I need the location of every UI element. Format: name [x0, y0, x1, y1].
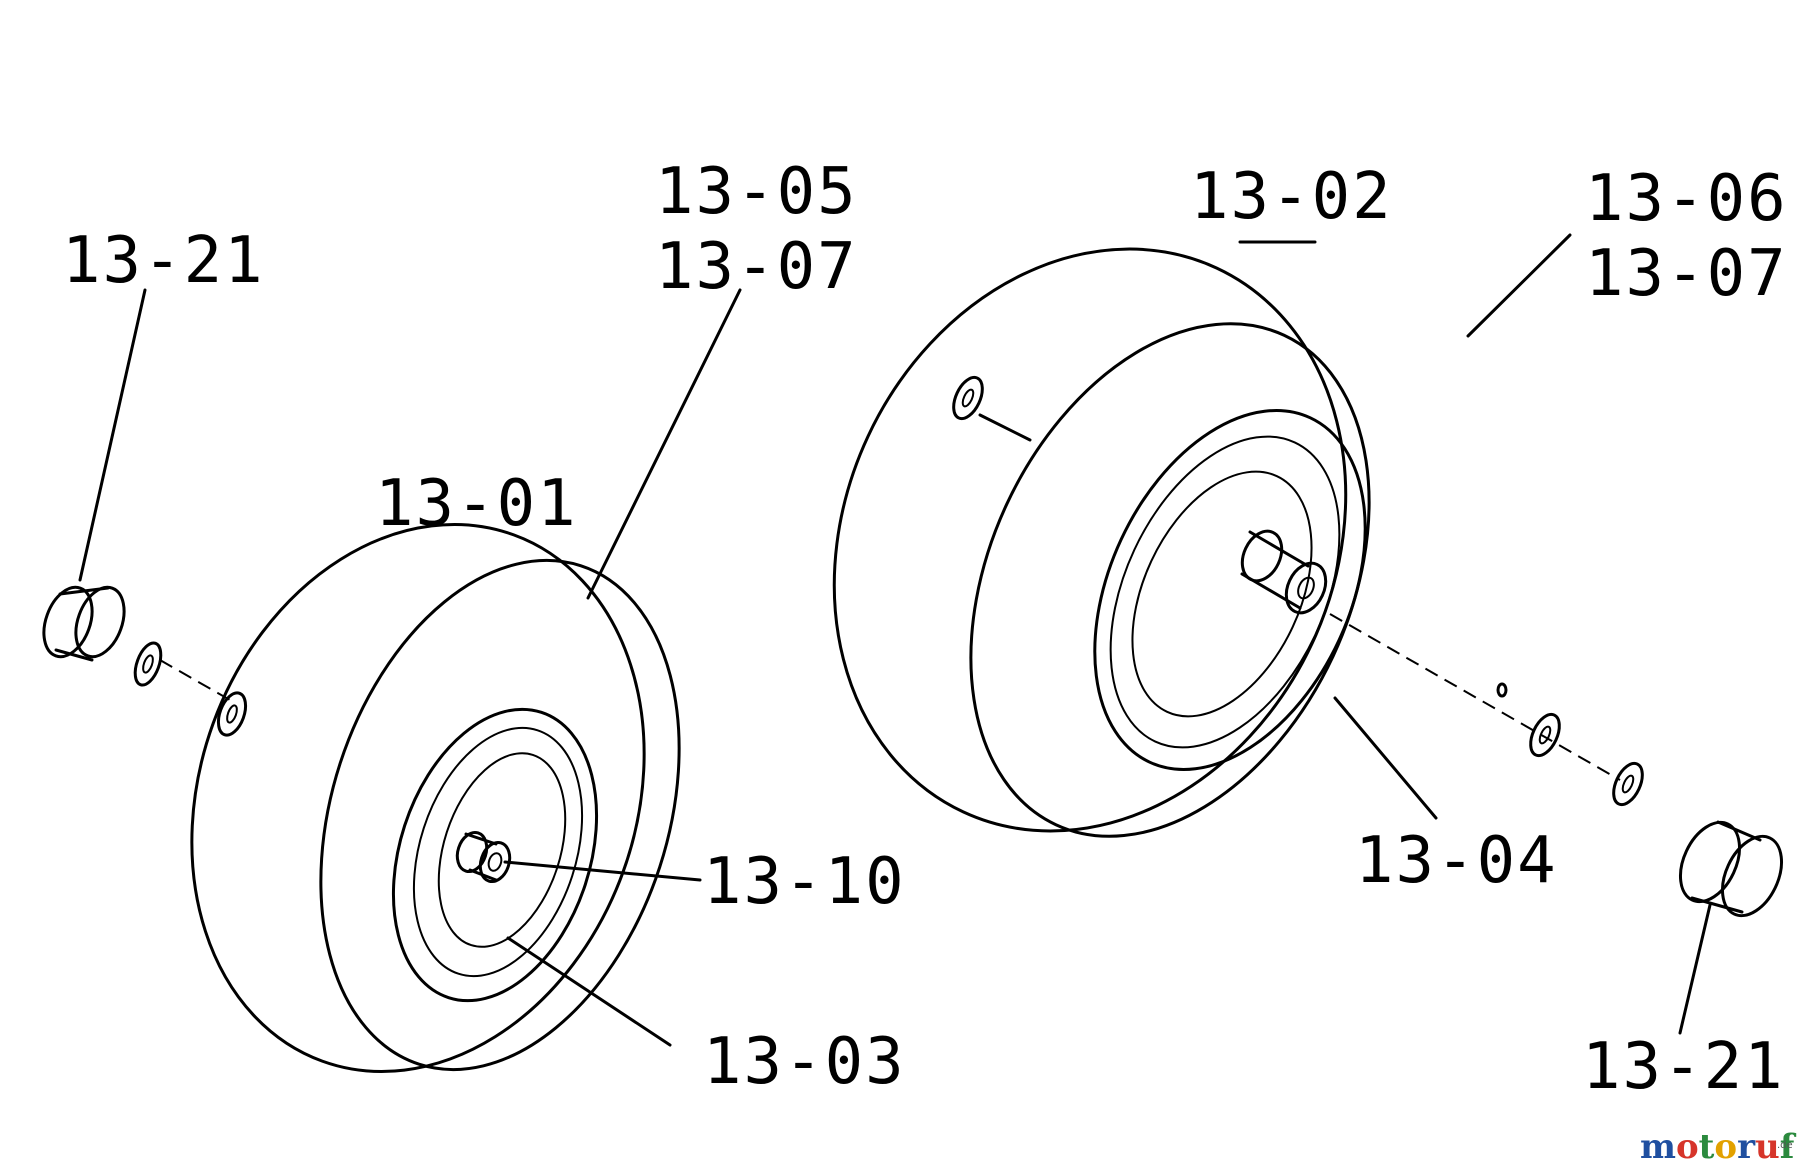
- leader-right-13-07: [1466, 233, 1572, 338]
- right-hub-front: [1284, 561, 1328, 615]
- right-hub-body: [1240, 530, 1310, 610]
- left-wheel-assembly: [42, 523, 681, 1073]
- label-left-13-10: 13-10: [703, 845, 906, 919]
- left-cap: [42, 585, 126, 662]
- left-washer-2-hole: [226, 704, 238, 724]
- label-left-13-21: 13-21: [62, 224, 265, 298]
- left-hub-front: [478, 840, 512, 884]
- right-rim-outer: [1093, 408, 1367, 772]
- right-washer-2-hole: [1621, 774, 1635, 794]
- watermark-letter: t: [1699, 1127, 1715, 1167]
- label-left-13-05: 13-05: [655, 155, 858, 229]
- right-rim-inner2: [1131, 470, 1313, 718]
- label-right-13-21: 13-21: [1582, 1030, 1785, 1104]
- label-right-13-06: 13-06: [1585, 162, 1788, 236]
- right-pin: [1496, 682, 1508, 698]
- right-hub-back: [1240, 529, 1284, 583]
- watermark-letter: o: [1676, 1127, 1699, 1167]
- leader-left-13-21: [78, 288, 147, 582]
- callout-labels: 13-21 13-05 13-07 13-01 13-10 13-03 13-0…: [62, 155, 1788, 1104]
- left-washer-1: [133, 641, 163, 687]
- left-tire-outer: [190, 523, 646, 1073]
- label-left-13-01: 13-01: [375, 467, 578, 541]
- leader-left-13-07: [586, 288, 742, 600]
- leader-lines: [78, 233, 1712, 1047]
- leader-right-13-21: [1678, 903, 1712, 1035]
- right-cap: [1678, 820, 1784, 918]
- watermark-brand: motoruf: [1640, 1127, 1797, 1167]
- watermark-letter: r: [1737, 1127, 1756, 1167]
- right-hub-bore: [1297, 576, 1315, 600]
- left-washer-1-hole: [142, 654, 154, 674]
- left-washer-2: [216, 691, 248, 737]
- right-axle-line: [1329, 613, 1621, 781]
- right-washer-1: [1529, 712, 1561, 758]
- right-wheel-assembly: [832, 247, 1784, 918]
- left-rim-outer: [391, 707, 599, 1003]
- right-rim-inner: [1109, 435, 1341, 749]
- watermark-letter: o: [1714, 1127, 1737, 1167]
- watermark-letter: f: [1780, 1127, 1797, 1167]
- watermark-letter: u: [1755, 1127, 1780, 1167]
- label-right-13-07: 13-07: [1585, 237, 1788, 311]
- watermark-letter: m: [1640, 1127, 1676, 1167]
- leader-left-13-03: [506, 936, 672, 1047]
- watermark-logo: motoruf .de: [1640, 1127, 1797, 1167]
- right-tire-face: [969, 322, 1371, 838]
- leader-left-13-10: [503, 860, 702, 882]
- right-back-washer: [952, 375, 984, 421]
- label-right-13-04: 13-04: [1355, 824, 1558, 898]
- right-back-washer-hole: [961, 388, 975, 408]
- left-hub-back: [455, 830, 489, 874]
- left-rim-inner2: [437, 752, 567, 948]
- right-washer-2: [1612, 761, 1644, 807]
- watermark-suffix: .de: [1777, 1140, 1793, 1151]
- left-axle-line: [159, 659, 231, 701]
- label-right-13-02: 13-02: [1190, 160, 1393, 234]
- right-axle-line-back: [978, 413, 1032, 442]
- label-left-13-03: 13-03: [703, 1025, 906, 1099]
- left-rim-inner: [412, 726, 584, 978]
- left-hub-bore: [487, 852, 503, 872]
- leader-right-13-04: [1333, 696, 1438, 820]
- right-washer-1-hole: [1538, 725, 1552, 745]
- label-left-13-07: 13-07: [655, 230, 858, 304]
- left-tire-face: [319, 558, 681, 1072]
